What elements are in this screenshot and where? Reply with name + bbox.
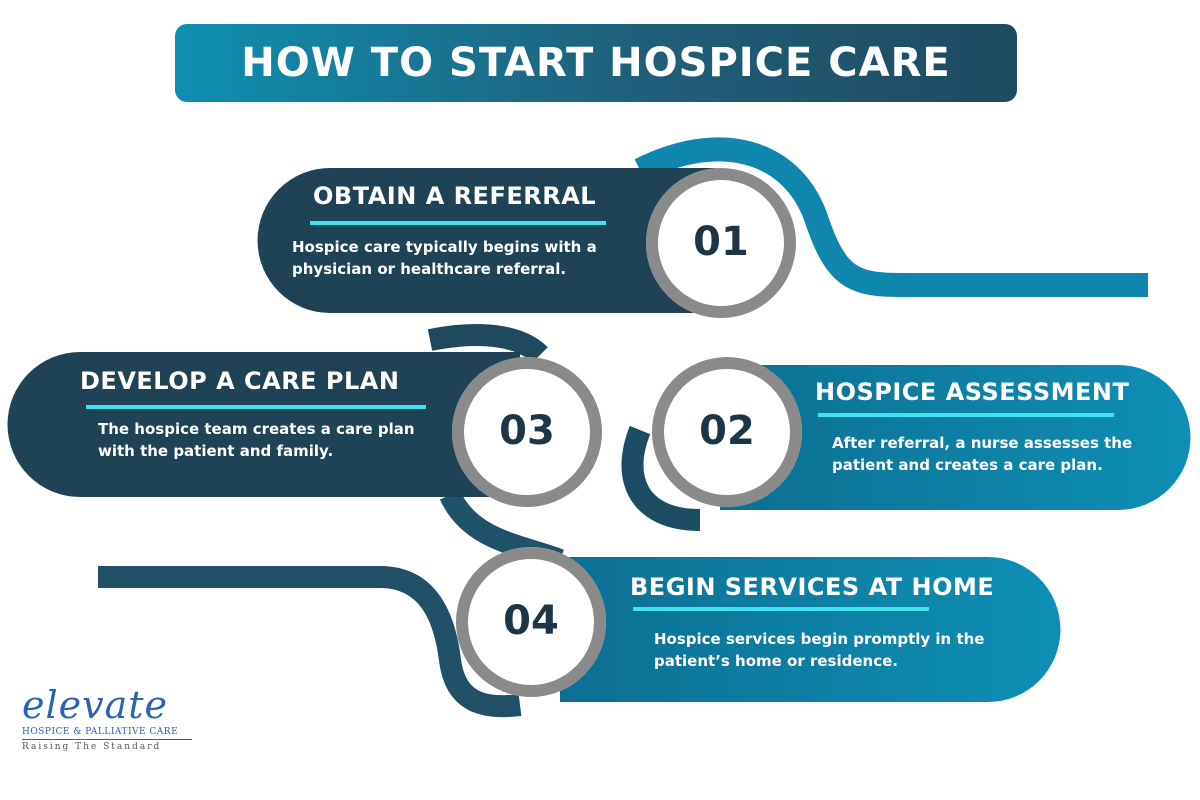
logo-tagline: Raising The Standard	[22, 739, 192, 752]
step-02-title: HOSPICE ASSESSMENT	[815, 378, 1130, 406]
step-03-number: 03	[499, 408, 555, 454]
connector-ribbon-01	[634, 137, 1148, 297]
elevate-logo: elevate HOSPICE & PALLIATIVE CARE Raisin…	[22, 685, 192, 752]
logo-wordmark: elevate	[22, 683, 169, 727]
step-01-description: Hospice care typically begins with a phy…	[292, 238, 597, 278]
step-04-number: 04	[503, 598, 559, 644]
connector-ribbon-04-left	[98, 566, 522, 718]
step-01-circle	[646, 168, 796, 318]
step-03-pill	[7, 352, 520, 497]
connector-ribbon-03-top	[427, 324, 548, 364]
step-04-circle	[456, 547, 606, 697]
step-02-circle	[652, 357, 802, 507]
step-03-circle	[452, 357, 602, 507]
step-02-pill	[720, 365, 1191, 510]
step-02-underline	[818, 413, 1114, 417]
step-04-description: Hospice services begin promptly in the p…	[654, 630, 985, 670]
title-banner: HOW TO START HOSPICE CARE	[175, 24, 1017, 102]
step-03-description: The hospice team creates a care plan wit…	[98, 420, 415, 460]
step-04-title: BEGIN SERVICES AT HOME	[630, 573, 995, 601]
connector-ribbon-02	[621, 425, 701, 531]
step-01-number: 01	[693, 219, 749, 265]
step-04-underline	[633, 607, 929, 611]
step-03-title: DEVELOP A CARE PLAN	[80, 367, 400, 395]
step-04-pill	[560, 557, 1061, 702]
step-01-pill	[257, 168, 720, 313]
logo-subtitle: HOSPICE & PALLIATIVE CARE	[22, 727, 179, 737]
page-title: HOW TO START HOSPICE CARE	[241, 40, 951, 86]
step-02-description: After referral, a nurse assesses the pat…	[832, 434, 1133, 474]
step-01-underline	[310, 221, 606, 225]
step-01-title: OBTAIN A REFERRAL	[313, 182, 597, 210]
step-02-number: 02	[699, 408, 755, 454]
step-03-underline	[86, 405, 426, 409]
